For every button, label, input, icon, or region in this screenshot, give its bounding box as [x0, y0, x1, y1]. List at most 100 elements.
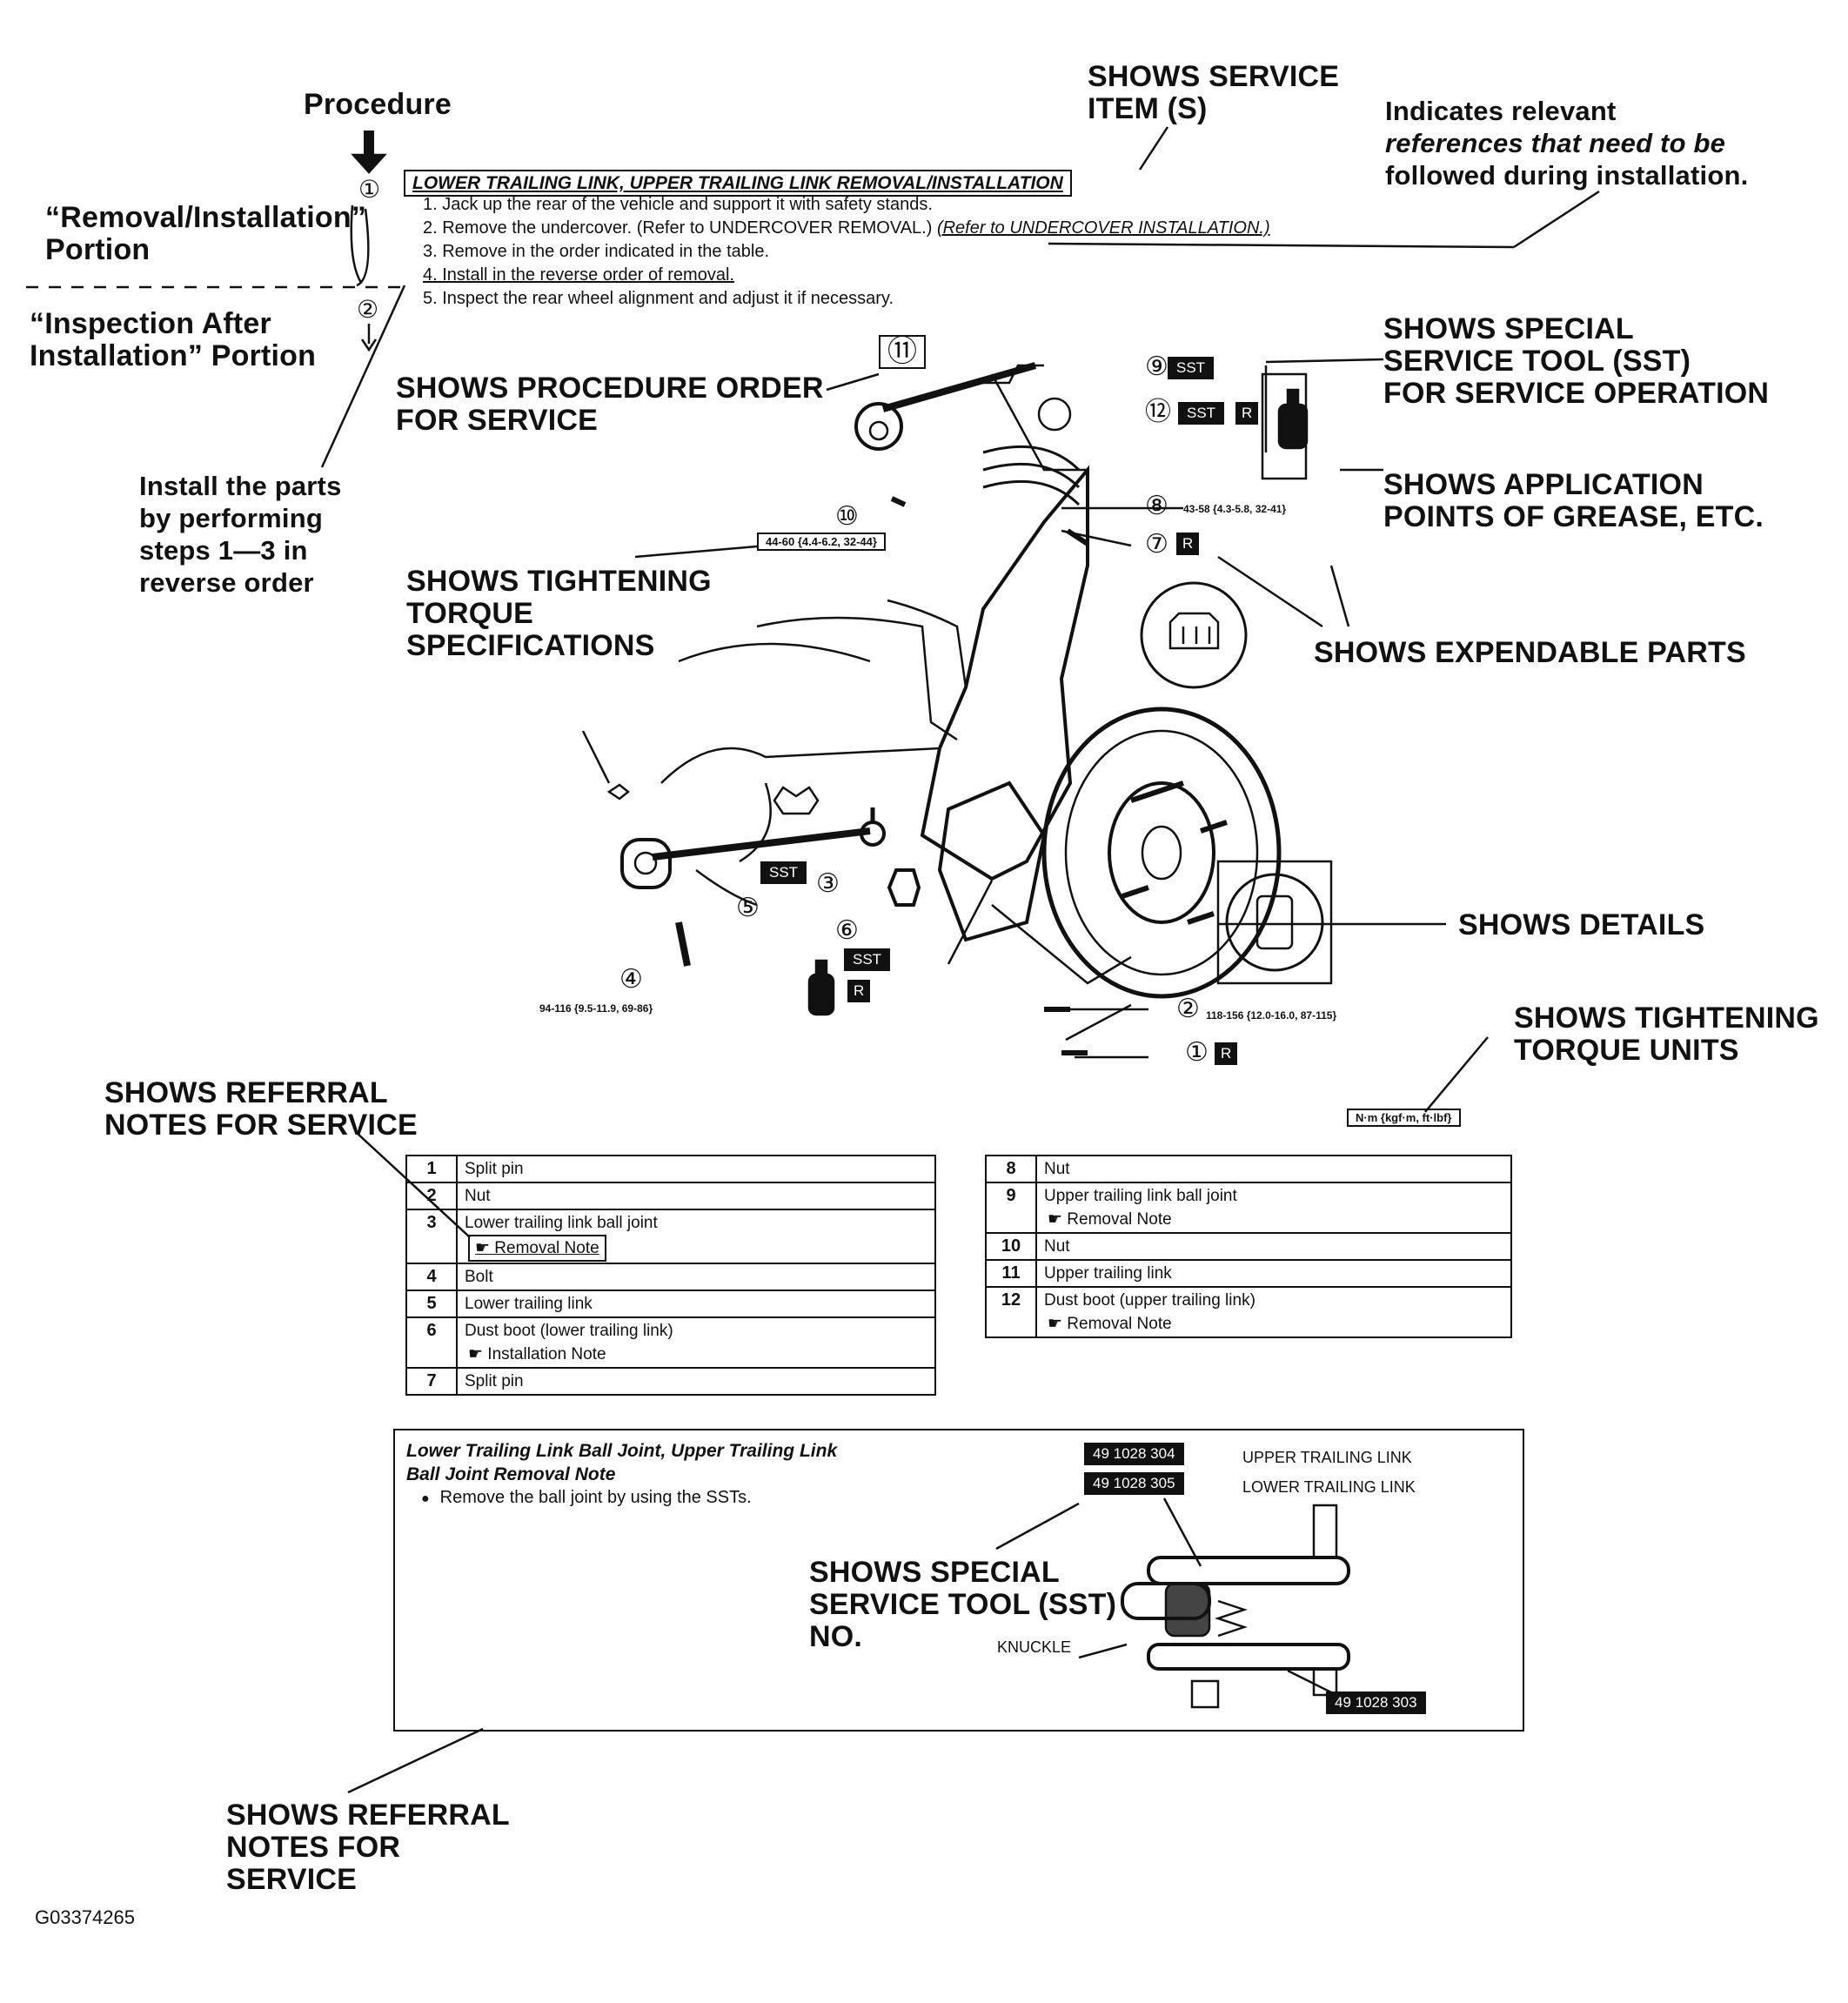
- torque-spec-8: 43-58 {4.3-5.8, 32-41}: [1183, 503, 1287, 515]
- part-description: Nut: [1035, 1155, 1512, 1183]
- step-1: 1. Jack up the rear of the vehicle and s…: [423, 195, 933, 214]
- figure-id: G03374265: [35, 1906, 135, 1928]
- part-number: 5: [405, 1290, 458, 1318]
- step-2-reference: (Refer to UNDERCOVER INSTALLATION.): [936, 218, 1270, 238]
- part-number: 9: [985, 1182, 1037, 1234]
- part-number: 8: [985, 1155, 1037, 1183]
- removal-note-panel: [393, 1429, 1524, 1732]
- note-panel-bullet: Remove the ball joint by using the SSTs.: [421, 1486, 752, 1511]
- sst-number-callout: SHOWS SPECIAL SERVICE TOOL (SST) NO.: [809, 1556, 1117, 1653]
- part-description: Lower trailing link: [456, 1290, 936, 1318]
- step-3: 3. Remove in the order indicated in the …: [423, 242, 770, 261]
- r-badge-1: R: [1215, 1042, 1238, 1065]
- torque-spec-2: 118-156 {12.0-16.0, 87-115}: [1206, 1009, 1337, 1022]
- part-description: Lower trailing link ball joint ☛ Removal …: [456, 1209, 936, 1264]
- step-2: 2. Remove the undercover. (Refer to UNDE…: [423, 218, 1270, 238]
- part-11-number: ⑪: [879, 335, 926, 369]
- table-row: 3 Lower trailing link ball joint ☛ Removal…: [405, 1209, 936, 1264]
- part-5-number: ⑤: [736, 894, 760, 922]
- part-number: 12: [985, 1286, 1037, 1338]
- torque-units-box: N·m {kgf·m, ft·lbf}: [1347, 1109, 1461, 1127]
- install-reverse-order-callout: Install the parts by performing steps 1—…: [139, 471, 342, 598]
- part-name: Nut: [465, 1187, 491, 1205]
- part-8-number: ⑧: [1145, 492, 1168, 520]
- details-callout: SHOWS DETAILS: [1458, 908, 1705, 941]
- torque-units-callout: SHOWS TIGHTENING TORQUE UNITS: [1514, 1002, 1819, 1067]
- sst-operation-callout: SHOWS SPECIAL SERVICE TOOL (SST) FOR SER…: [1383, 312, 1770, 410]
- table-row: 11 Upper trailing link: [985, 1259, 1512, 1288]
- part-name: Split pin: [465, 1160, 524, 1178]
- part-number: 10: [985, 1232, 1037, 1261]
- part-1-number: ①: [1185, 1038, 1209, 1067]
- table-row: 9 Upper trailing link ball joint ☛ Removal…: [985, 1182, 1512, 1234]
- part-description: Nut: [456, 1182, 936, 1210]
- procedure-order-callout: SHOWS PROCEDURE ORDER FOR SERVICE: [396, 372, 824, 437]
- marker-1-icon: ①: [358, 176, 381, 203]
- inspection-after-installation-portion: “Inspection After Installation” Portion: [30, 307, 317, 372]
- part-description: Split pin: [456, 1367, 936, 1396]
- table-row: 10 Nut: [985, 1232, 1512, 1261]
- tightening-torque-callout: SHOWS TIGHTENING TORQUE SPECIFICATIONS: [406, 565, 712, 662]
- part-number: 4: [405, 1263, 458, 1291]
- part-note-link[interactable]: ☛ Removal Note: [1048, 1315, 1172, 1333]
- torque-spec-4: 94-116 {9.5-11.9, 69-86}: [539, 1002, 653, 1015]
- part-name: Dust boot (lower trailing link): [465, 1322, 673, 1340]
- sst-badge-12: SST: [1178, 402, 1225, 425]
- sst-code-lower: 49 1028 305: [1084, 1472, 1184, 1495]
- part-description: Nut: [1035, 1232, 1512, 1261]
- part-3-number: ③: [816, 869, 840, 898]
- table-row: 12 Dust boot (upper trailing link) ☛ Remov…: [985, 1286, 1512, 1338]
- expendable-parts-callout: SHOWS EXPENDABLE PARTS: [1314, 636, 1746, 669]
- part-name: Upper trailing link: [1044, 1264, 1172, 1283]
- part-name: Lower trailing link: [465, 1295, 593, 1313]
- table-row: 6 Dust boot (lower trailing link) ☛ Instal…: [405, 1316, 936, 1369]
- r-badge-7: R: [1176, 533, 1200, 555]
- part-note-link[interactable]: ☛ Removal Note: [468, 1235, 606, 1262]
- procedure-steps: 1. Jack up the rear of the vehicle and s…: [423, 193, 1270, 311]
- part-number: 1: [405, 1155, 458, 1183]
- referral-notes-callout-top: SHOWS REFERRAL NOTES FOR SERVICE: [104, 1076, 418, 1142]
- grease-application-callout: SHOWS APPLICATION POINTS OF GREASE, ETC.: [1383, 468, 1764, 533]
- sst-badge-9: SST: [1168, 357, 1215, 379]
- part-description: Dust boot (lower trailing link) ☛ Install…: [456, 1316, 936, 1369]
- sst-code-bottom: 49 1028 303: [1326, 1691, 1426, 1714]
- part-note-link[interactable]: ☛ Installation Note: [468, 1345, 606, 1363]
- part-7-number: ⑦: [1145, 530, 1168, 559]
- part-description: Split pin: [456, 1155, 936, 1183]
- part-name: Upper trailing link ball joint: [1044, 1187, 1237, 1205]
- part-12-number: ⑫: [1145, 398, 1171, 426]
- sst-badge-6: SST: [844, 948, 891, 971]
- part-description: Upper trailing link: [1035, 1259, 1512, 1288]
- relevant-references-callout: Indicates relevant references that need …: [1385, 96, 1749, 191]
- part-number: 11: [985, 1259, 1037, 1288]
- part-number: 6: [405, 1316, 458, 1369]
- part-note-link[interactable]: ☛ Removal Note: [1048, 1210, 1172, 1229]
- step-4: 4. Install in the reverse order of remov…: [423, 265, 734, 285]
- part-name: Nut: [1044, 1237, 1070, 1256]
- part-6-number: ⑥: [835, 916, 859, 945]
- sst-badge-3: SST: [760, 861, 807, 884]
- shows-service-item-callout: SHOWS SERVICE ITEM (S): [1088, 60, 1340, 125]
- part-description: Dust boot (upper trailing link) ☛ Removal…: [1035, 1286, 1512, 1338]
- part-name: Dust boot (upper trailing link): [1044, 1291, 1255, 1310]
- knuckle-label: KNUCKLE: [997, 1638, 1072, 1656]
- referral-notes-callout-bottom: SHOWS REFERRAL NOTES FOR SERVICE: [226, 1799, 510, 1896]
- part-description: Upper trailing link ball joint ☛ Removal …: [1035, 1182, 1512, 1234]
- part-9-number: ⑨: [1145, 352, 1168, 381]
- part-description: Bolt: [456, 1263, 936, 1291]
- r-badge-12: R: [1235, 402, 1259, 425]
- part-name: Split pin: [465, 1372, 524, 1390]
- part-10-number: ⑩: [835, 502, 859, 531]
- part-number: 3: [405, 1209, 458, 1264]
- note-panel-title: Lower Trailing Link Ball Joint, Upper Tr…: [406, 1441, 838, 1484]
- sst-label-upper: UPPER TRAILING LINK: [1242, 1449, 1412, 1466]
- part-name: Lower trailing link ball joint: [465, 1214, 658, 1232]
- table-row: 5 Lower trailing link: [405, 1290, 936, 1318]
- sst-code-upper: 49 1028 304: [1084, 1443, 1184, 1465]
